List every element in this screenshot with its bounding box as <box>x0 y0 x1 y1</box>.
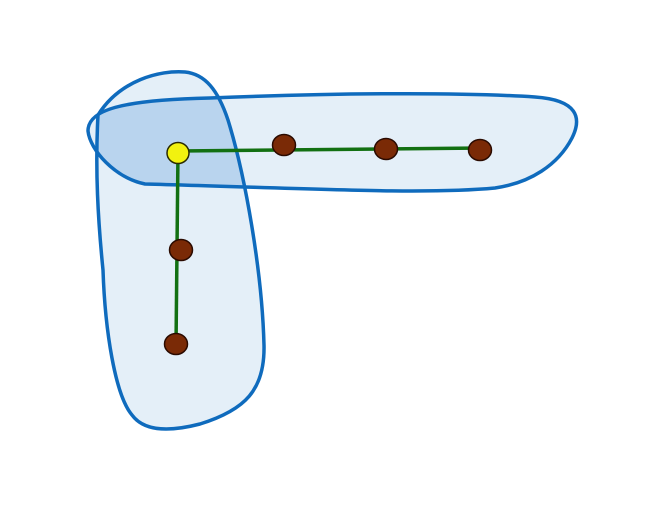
nodes <box>163 133 493 356</box>
node-h1 <box>271 133 297 157</box>
node-h2 <box>373 137 399 161</box>
edge-horizontal <box>177 146 485 153</box>
node-h3 <box>467 138 493 162</box>
node-v2 <box>163 332 189 356</box>
node-v1 <box>168 238 194 262</box>
node-hub-root <box>166 141 190 165</box>
